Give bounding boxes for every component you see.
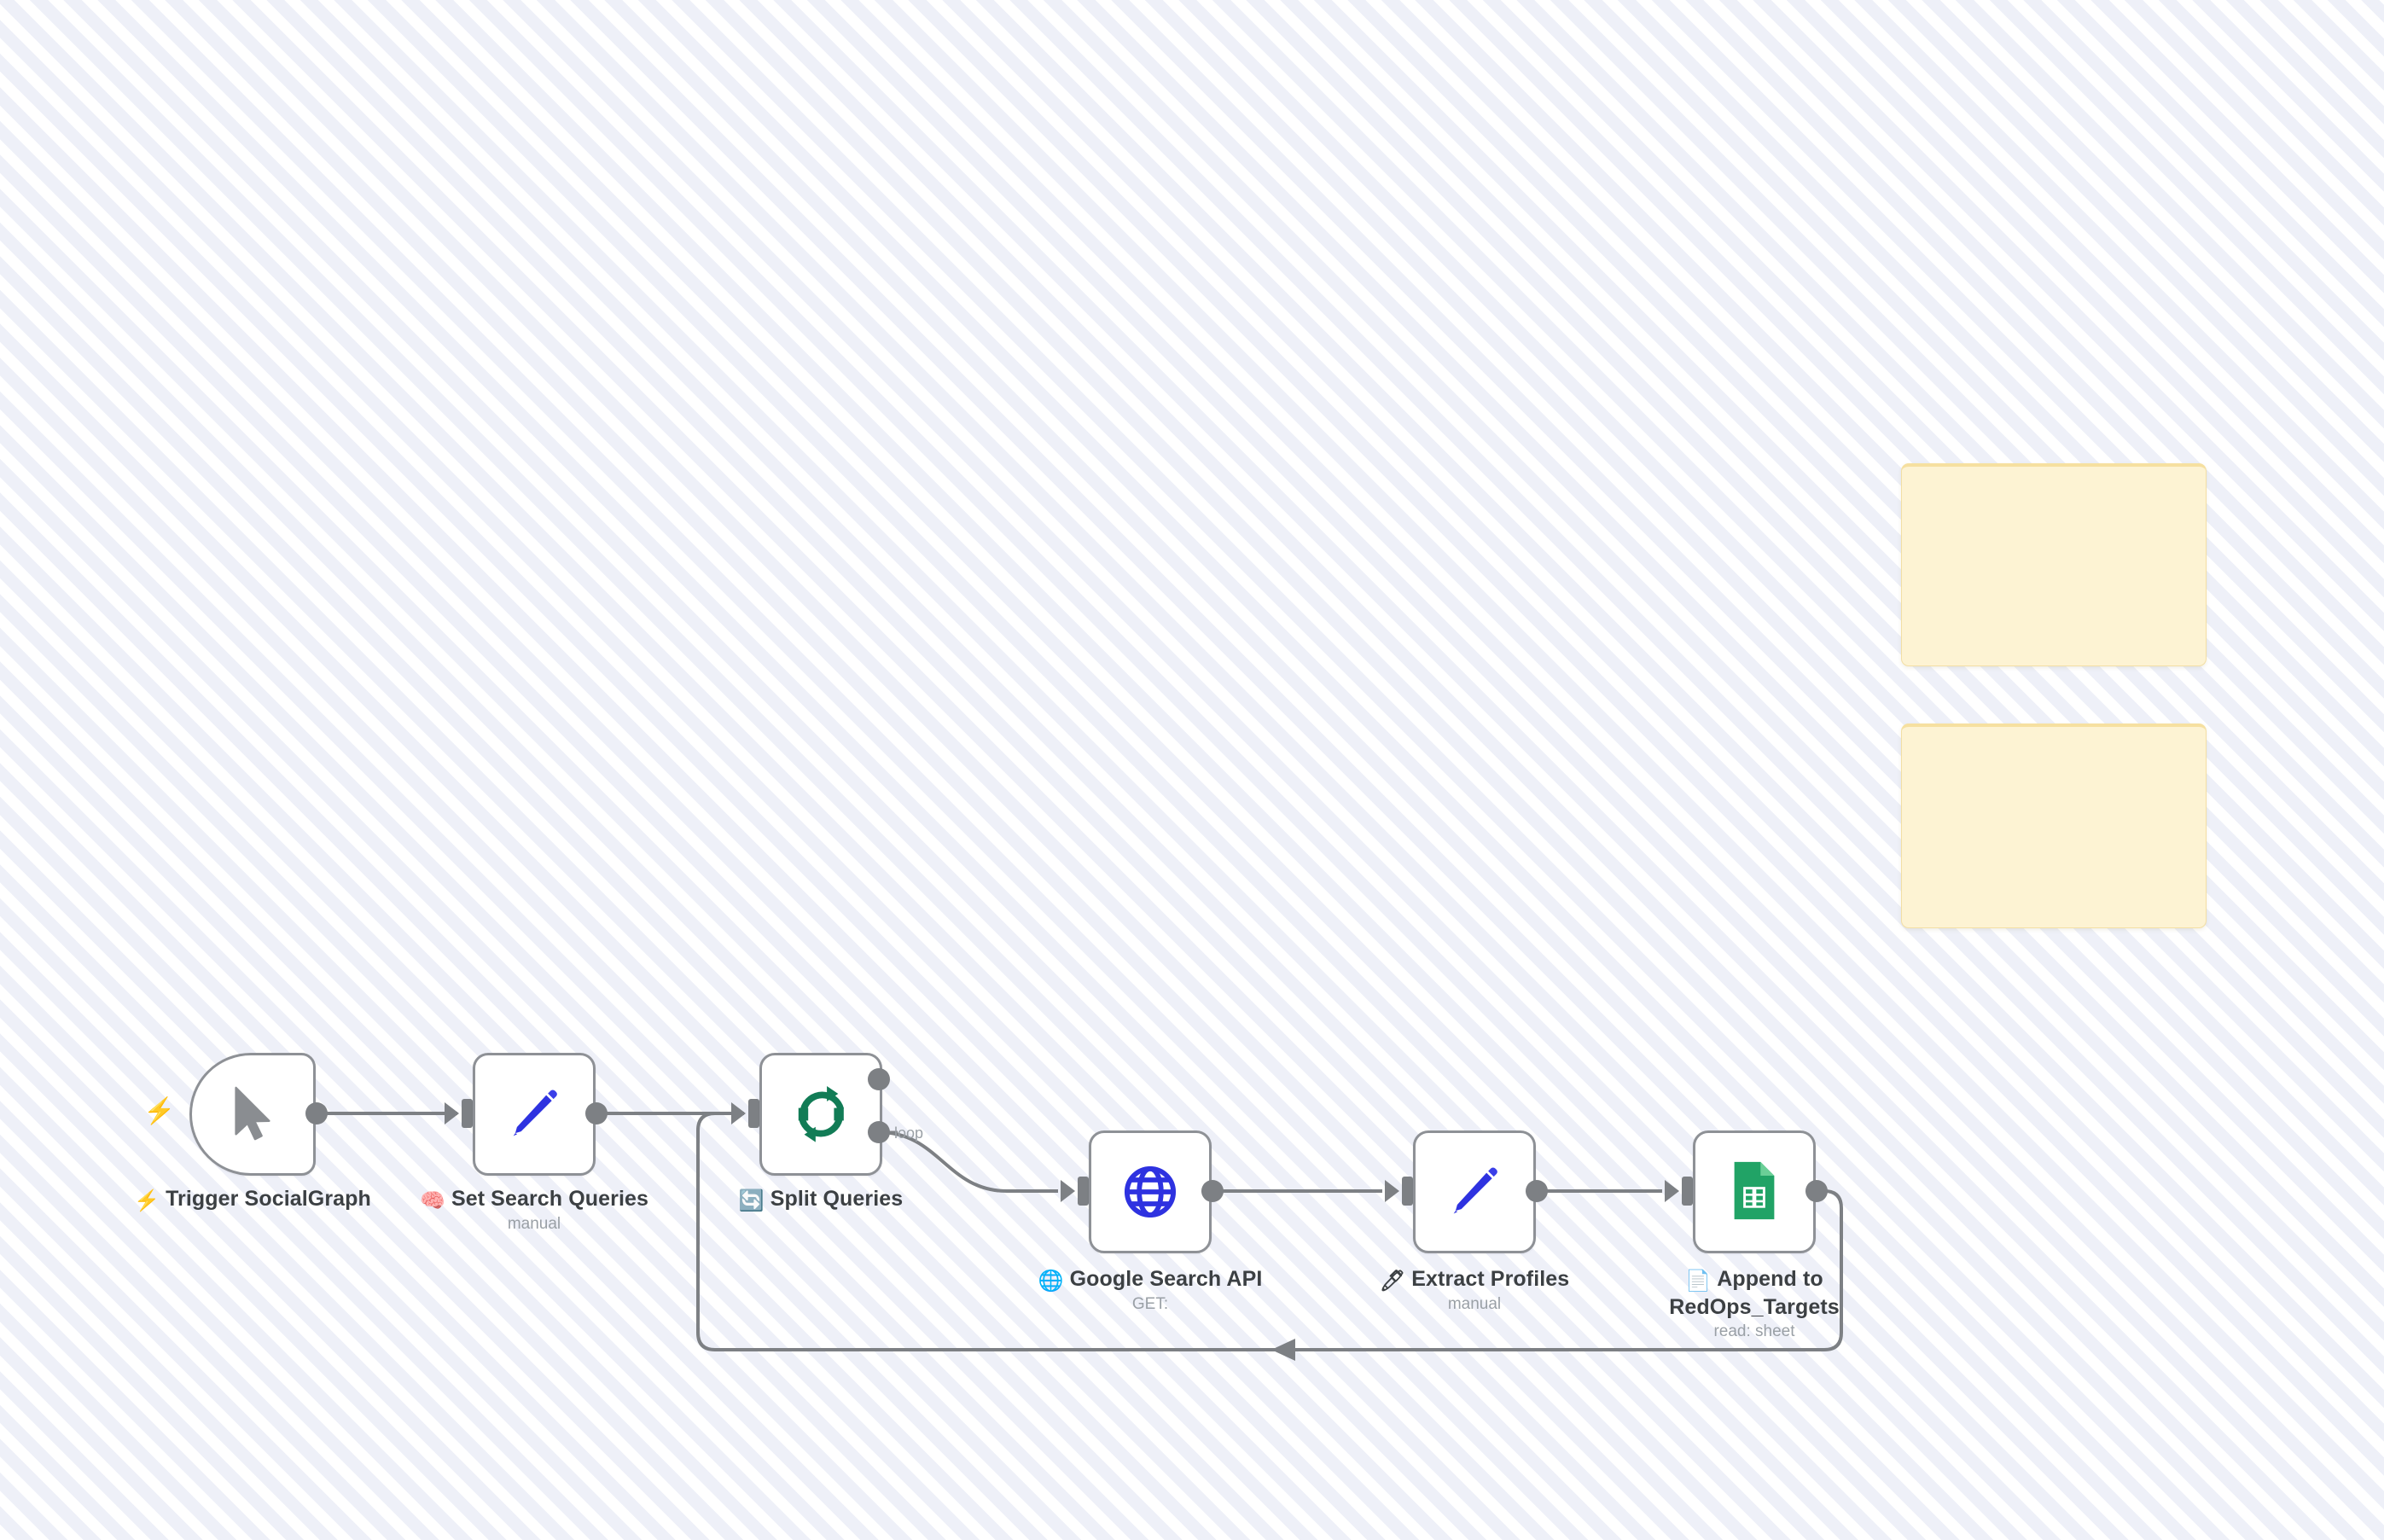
pen-emoji: 🖊	[1379, 1270, 1406, 1293]
node-label-trigger-socialgraph: ⚡ Trigger SocialGraph	[82, 1186, 423, 1214]
node-label-google-search-api: 🌐Google Search API	[980, 1266, 1321, 1294]
node-label-text: Append to RedOps_Targets	[1669, 1267, 1840, 1319]
node-label-text: Trigger SocialGraph	[166, 1187, 371, 1211]
inarrow-set-search-queries	[445, 1102, 459, 1124]
node-subtitle-append-to-redops-targets: read: sheet	[1713, 1322, 1795, 1340]
port-out-trigger[interactable]	[305, 1102, 328, 1124]
node-label-append-to-redops-targets: 📄Append to RedOps_Targets	[1626, 1266, 1882, 1320]
inarrow-append-to-redops-targets	[1665, 1180, 1679, 1202]
loop-refresh-icon	[789, 1083, 852, 1146]
edge-loopback-arrow	[1271, 1339, 1295, 1361]
port-in-google-search-api[interactable]	[1078, 1177, 1089, 1206]
node-subtitle-extract-profiles: manual	[1447, 1295, 1502, 1313]
edge-label-loop: loop	[894, 1124, 924, 1142]
pencil-icon	[505, 1085, 563, 1143]
node-label-split-queries: 🔄Split Queries	[650, 1186, 991, 1214]
port-out-split-queries-done[interactable]	[868, 1068, 890, 1090]
node-label-set-search-queries: 🧠 Set Search Queries	[363, 1186, 705, 1214]
node-append-to-redops-targets[interactable]	[1693, 1130, 1816, 1253]
port-out-split-queries-loop[interactable]	[868, 1121, 890, 1143]
port-out-set-search-queries[interactable]	[585, 1102, 608, 1124]
node-label-text: Split Queries	[770, 1187, 904, 1211]
node-split-queries[interactable]	[759, 1053, 882, 1176]
node-subtitle-google-search-api: GET:	[1131, 1295, 1169, 1313]
node-subtitle-set-search-queries: manual	[507, 1215, 561, 1233]
trigger-bolt-icon: ⚡	[143, 1097, 176, 1125]
page-emoji: 📄	[1685, 1270, 1712, 1293]
globe-icon	[1120, 1162, 1180, 1222]
node-trigger-socialgraph[interactable]	[189, 1053, 316, 1176]
node-set-search-queries[interactable]	[473, 1053, 596, 1176]
sticky-note-2[interactable]	[1901, 724, 2207, 928]
cursor-arrow-icon	[229, 1084, 276, 1144]
node-label-text: Set Search Queries	[451, 1187, 649, 1211]
port-in-split-queries[interactable]	[748, 1099, 759, 1128]
globe-emoji: 🌐	[1038, 1270, 1064, 1293]
port-in-extract-profiles[interactable]	[1402, 1177, 1413, 1206]
node-label-extract-profiles: 🖊Extract Profiles	[1304, 1266, 1645, 1294]
pencil-icon	[1445, 1163, 1503, 1221]
google-sheets-icon	[1728, 1159, 1781, 1224]
port-out-google-search-api[interactable]	[1201, 1180, 1224, 1202]
brain-emoji: 🧠	[419, 1189, 445, 1212]
port-out-append-to-redops-targets[interactable]	[1805, 1180, 1828, 1202]
lightning-emoji: ⚡	[134, 1189, 160, 1212]
port-in-set-search-queries[interactable]	[462, 1099, 473, 1128]
inarrow-google-search-api	[1061, 1180, 1075, 1202]
node-label-text: Google Search API	[1069, 1267, 1263, 1291]
inarrow-extract-profiles	[1385, 1180, 1399, 1202]
node-extract-profiles[interactable]	[1413, 1130, 1536, 1253]
inarrow-split-queries	[731, 1102, 746, 1124]
node-label-text: Extract Profiles	[1411, 1267, 1570, 1291]
port-out-extract-profiles[interactable]	[1526, 1180, 1548, 1202]
refresh-emoji: 🔄	[738, 1189, 765, 1212]
node-google-search-api[interactable]	[1089, 1130, 1212, 1253]
port-in-append-to-redops-targets[interactable]	[1682, 1177, 1693, 1206]
sticky-note-1[interactable]	[1901, 463, 2207, 666]
